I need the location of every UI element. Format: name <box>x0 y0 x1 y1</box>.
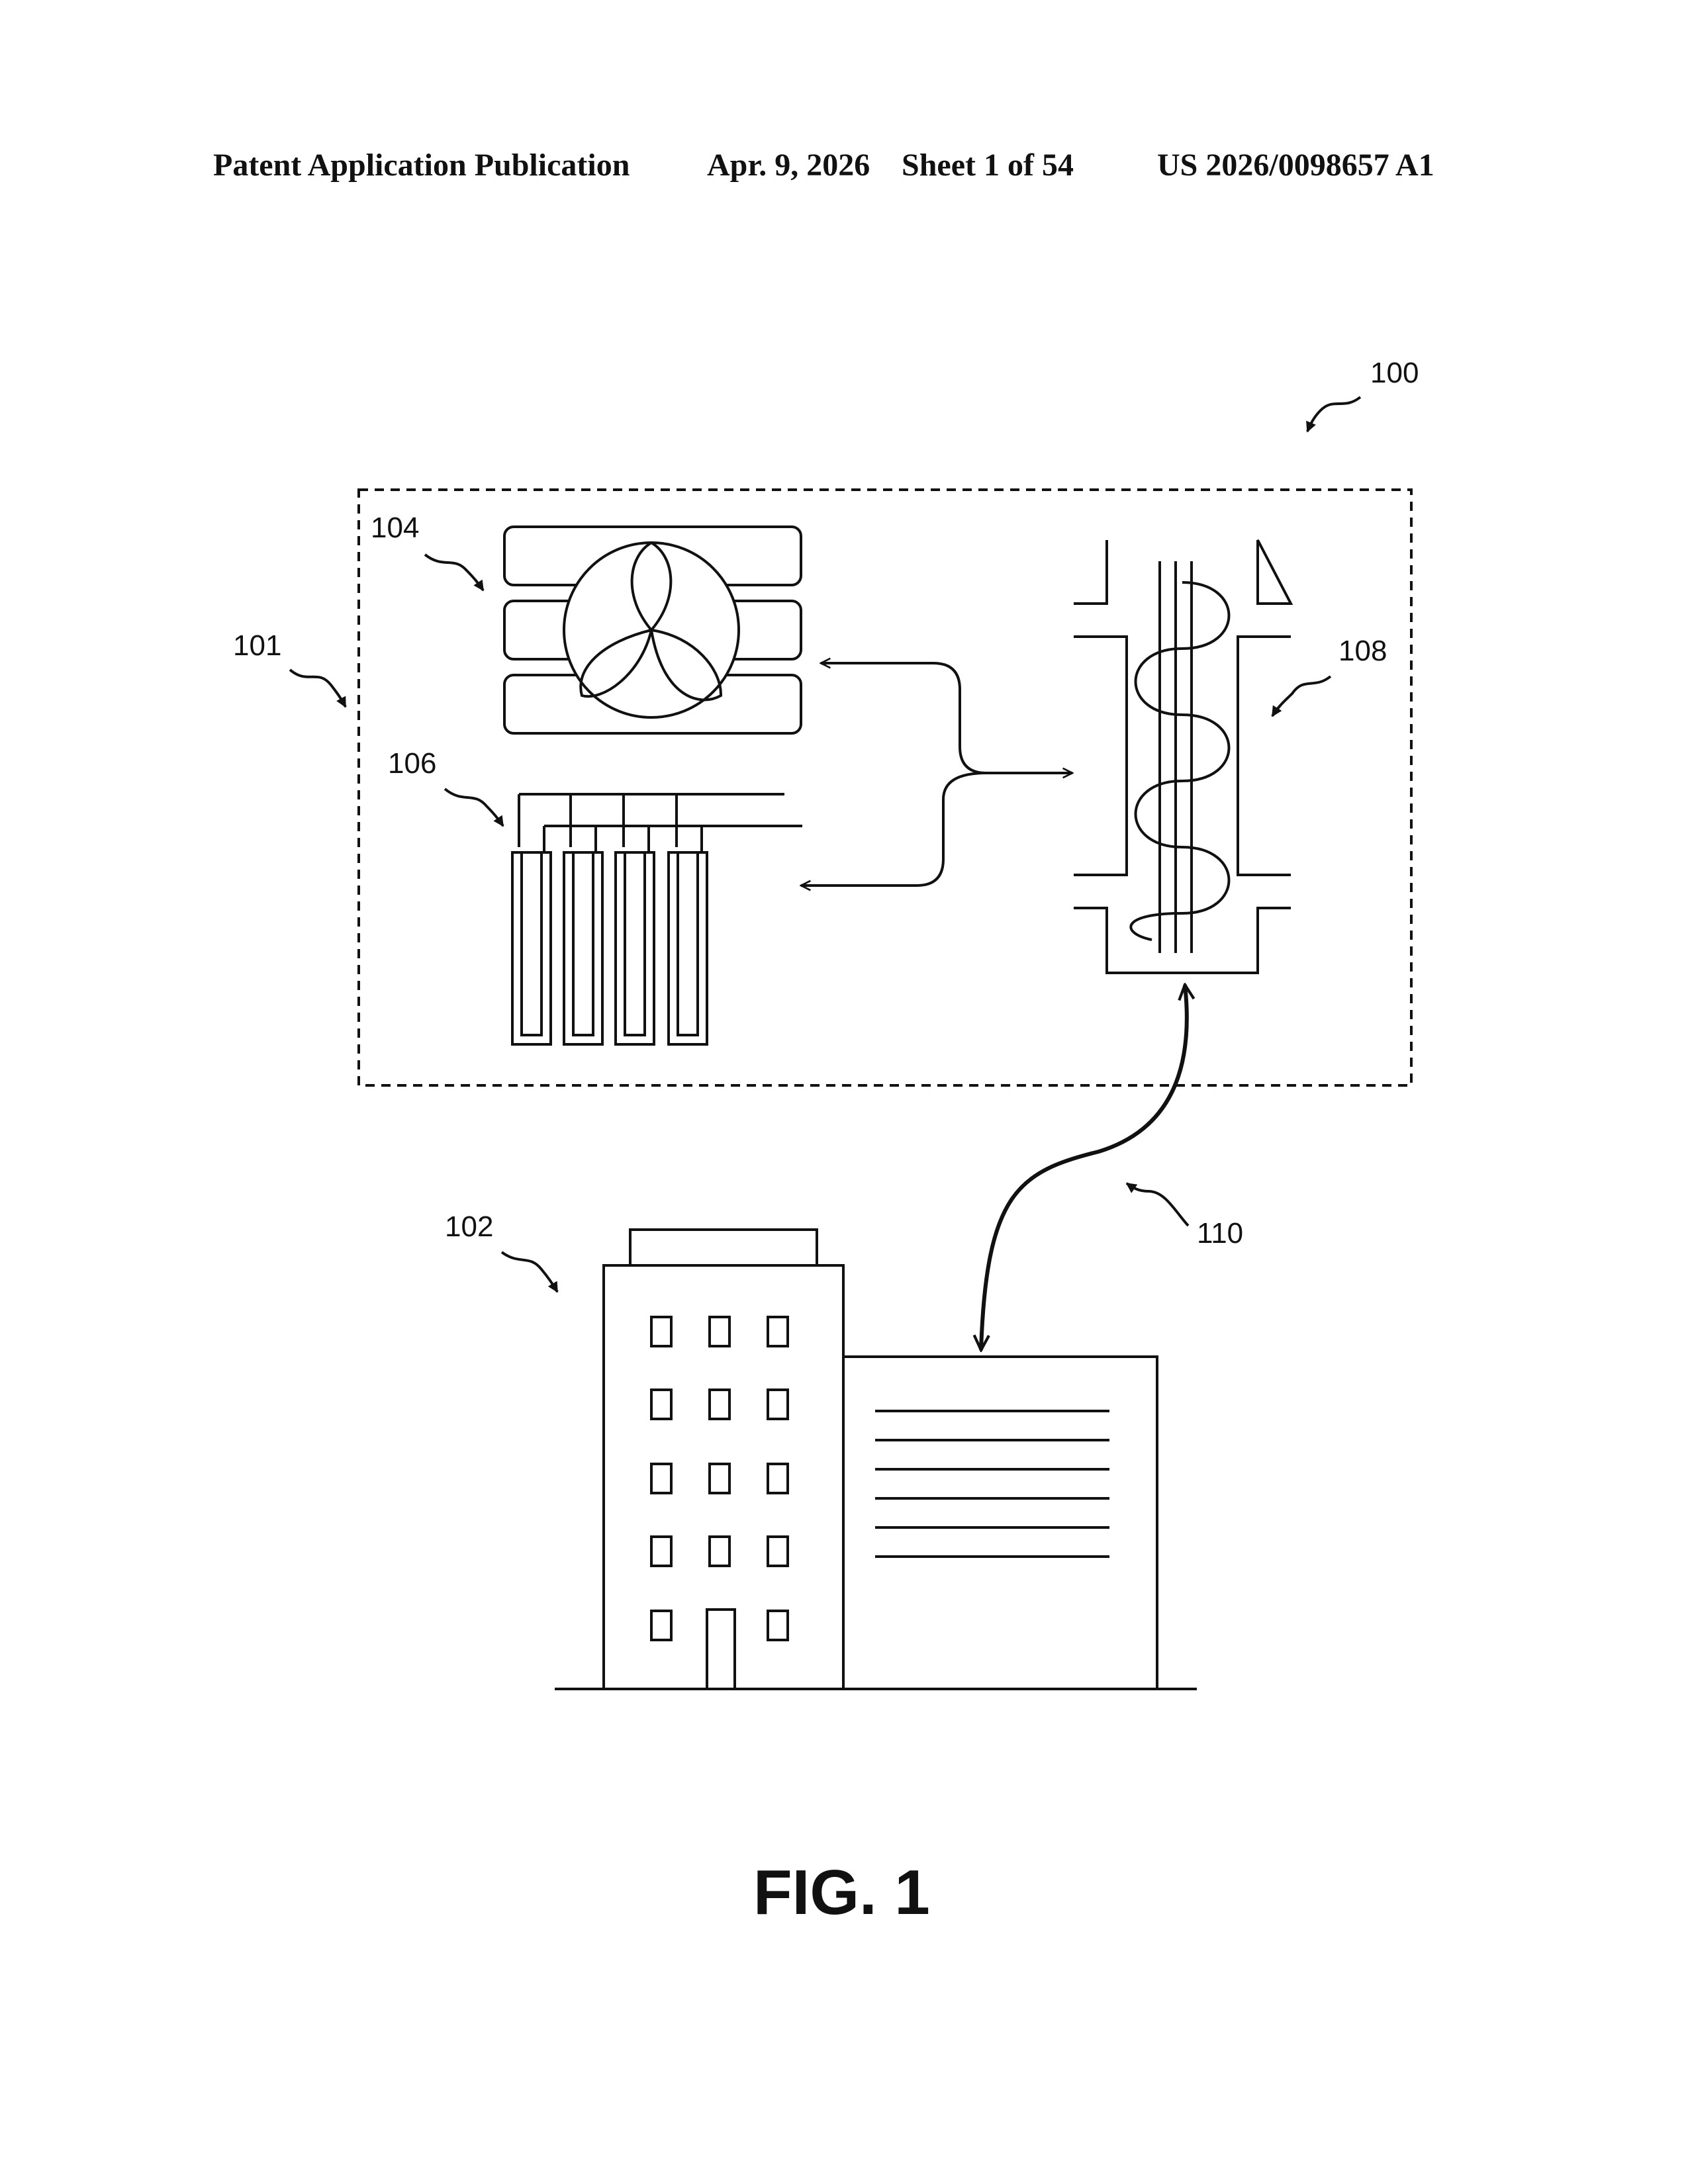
ref-label-100: 100 <box>1370 357 1419 389</box>
leader-106 <box>445 789 503 826</box>
ref-label-106: 106 <box>388 747 436 780</box>
flow-arrow-turbine <box>821 663 1072 773</box>
ref-label-108: 108 <box>1338 635 1387 667</box>
connection-110 <box>981 985 1187 1350</box>
ref-label-102: 102 <box>445 1210 493 1243</box>
ref-label-101: 101 <box>233 629 281 662</box>
heat-exchanger-108 <box>1074 540 1291 973</box>
turbine-104 <box>504 527 801 733</box>
ref-label-104: 104 <box>371 512 419 544</box>
ref-label-110: 110 <box>1197 1217 1243 1250</box>
leader-104 <box>425 555 483 590</box>
leader-108 <box>1272 676 1331 716</box>
leader-110 <box>1127 1183 1188 1226</box>
figure-caption: FIG. 1 <box>753 1857 930 1928</box>
flow-arrow-tubes <box>801 773 986 886</box>
tubes-106 <box>512 794 802 1044</box>
building-102 <box>555 1230 1197 1689</box>
leader-100 <box>1307 397 1360 432</box>
leader-101 <box>290 670 346 707</box>
leader-102 <box>502 1252 557 1292</box>
